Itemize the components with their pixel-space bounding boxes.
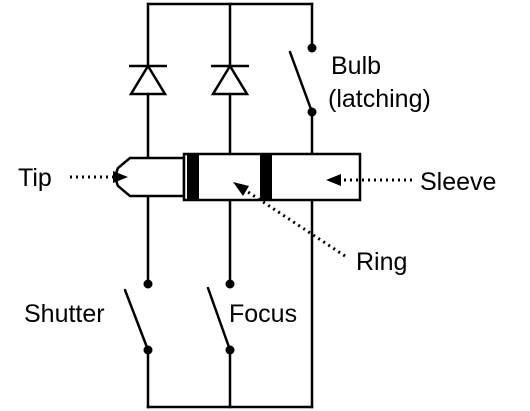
shutter-label: Shutter <box>24 300 105 328</box>
plug-insulator-band-2 <box>260 154 272 200</box>
plug-insulator-band-1 <box>187 154 199 200</box>
tip-pointer <box>70 171 128 183</box>
diode-left <box>128 63 168 96</box>
focus-switch <box>206 279 235 355</box>
latching-label: (latching) <box>328 85 431 113</box>
focus-label: Focus <box>229 300 297 328</box>
sleeve-label: Sleeve <box>420 168 496 196</box>
ring-label: Ring <box>356 248 407 276</box>
ring-pointer <box>233 182 346 258</box>
bulb-switch <box>288 43 317 117</box>
shutter-switch <box>123 279 153 355</box>
bulb-label: Bulb <box>331 52 381 80</box>
tip-label: Tip <box>18 164 52 192</box>
sleeve-pointer <box>326 174 412 186</box>
trs-plug <box>114 152 362 202</box>
diode-middle <box>210 63 250 96</box>
